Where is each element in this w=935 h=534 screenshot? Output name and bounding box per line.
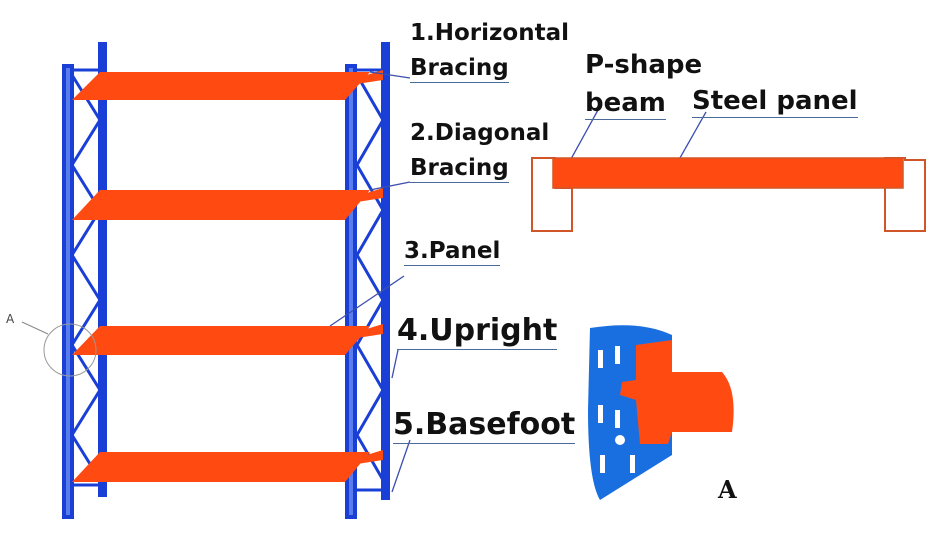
- detail-a-title: A: [718, 475, 737, 504]
- detail-marker-label: A: [6, 312, 15, 326]
- diagonal-bracing-word: Bracing: [410, 155, 509, 183]
- left-upright-rear: [98, 42, 107, 497]
- label-p-shape-line2: beam: [585, 88, 666, 120]
- shelf-panel-3: [72, 326, 370, 355]
- upright-word: 4.Upright: [397, 313, 558, 350]
- steel-panel-word: Steel panel: [692, 86, 858, 118]
- leader-panel: [329, 275, 405, 327]
- leader-horizontal-bracing: [369, 71, 411, 79]
- label-basefoot: 5.Basefoot: [393, 407, 576, 444]
- right-frame: [345, 42, 390, 519]
- label-upright: 4.Upright: [397, 313, 558, 350]
- label-horizontal-bracing-line1: 1.Horizontal: [410, 20, 569, 46]
- basefoot-word: 5.Basefoot: [393, 407, 576, 444]
- steel-panel-section: [552, 157, 904, 189]
- beam-word: beam: [585, 88, 666, 120]
- leader-diagonal-bracing: [369, 181, 411, 191]
- panel-word: 3.Panel: [404, 238, 501, 266]
- label-diagonal-bracing-line2: Bracing: [410, 155, 509, 183]
- shelf-panel-4: [72, 452, 370, 482]
- shelf-panel-1: [72, 72, 370, 100]
- label-horizontal-bracing-line2: Bracing: [410, 55, 509, 83]
- detail-marker: [21, 321, 97, 377]
- shelf-panel-2: [72, 190, 370, 220]
- label-panel: 3.Panel: [404, 238, 501, 266]
- left-frame: [62, 42, 107, 519]
- shelf-panels: [72, 70, 383, 482]
- leader-upright: [391, 349, 399, 379]
- right-upright-rear: [381, 42, 390, 500]
- detail-beam-connector: [620, 340, 734, 444]
- leader-basefoot: [391, 439, 411, 493]
- right-diagonal-bracing: [355, 74, 385, 481]
- horizontal-bracing-word: Bracing: [410, 55, 509, 83]
- label-steel-panel: Steel panel: [692, 86, 858, 118]
- label-p-shape-line1: P-shape: [585, 50, 703, 80]
- label-diagonal-bracing-line1: 2.Diagonal: [410, 120, 550, 146]
- detail-a: [588, 325, 734, 500]
- left-diagonal-bracing: [70, 74, 102, 481]
- beam-section: [531, 157, 926, 232]
